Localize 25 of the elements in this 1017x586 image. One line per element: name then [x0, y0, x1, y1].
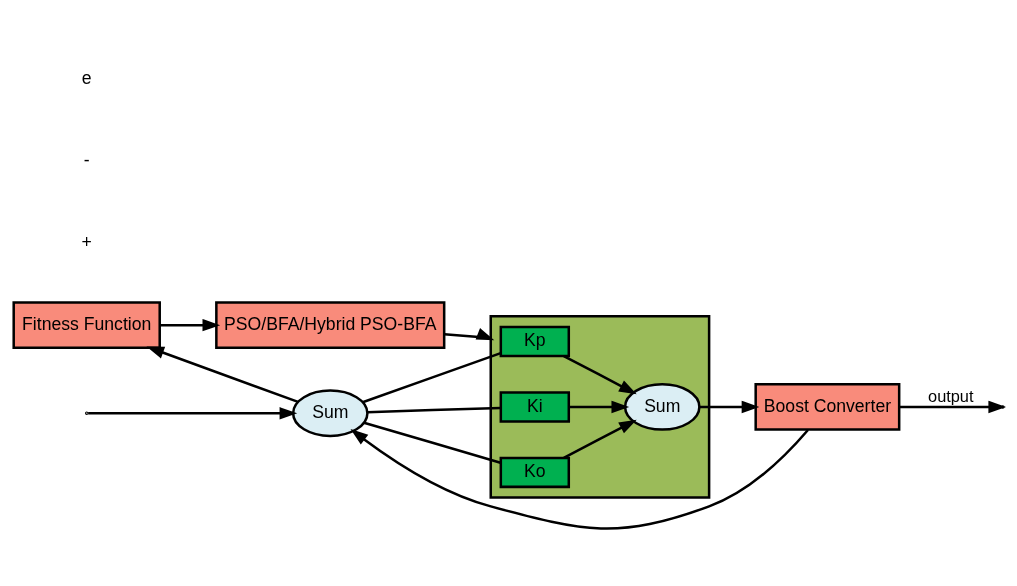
node-ellipse: Sum — [291, 389, 369, 438]
arrow — [88, 407, 298, 420]
label: + — [81, 231, 92, 252]
node-box: Fitness Function — [12, 301, 161, 350]
label: - — [83, 150, 90, 171]
node-box: Ki — [499, 391, 571, 423]
node-ellipse: Sum — [623, 383, 701, 431]
node-box: PSO/BFA/Hybrid PSO-BFA — [215, 301, 446, 350]
edge-label: output — [928, 387, 974, 406]
arrow — [699, 400, 760, 414]
arrow — [563, 419, 637, 459]
node-box: Kp — [499, 325, 571, 358]
arrow — [146, 346, 299, 404]
arrow — [159, 318, 221, 332]
arrow — [568, 400, 630, 414]
arrow — [350, 429, 809, 530]
arrow — [444, 328, 495, 341]
node-box: Boost Converter — [754, 383, 901, 431]
connector — [363, 421, 501, 464]
label: e — [81, 68, 92, 89]
connector — [362, 352, 502, 404]
arrow — [563, 354, 637, 395]
connector — [367, 406, 501, 414]
cluster — [489, 315, 711, 499]
node-box: Ko — [499, 456, 571, 489]
